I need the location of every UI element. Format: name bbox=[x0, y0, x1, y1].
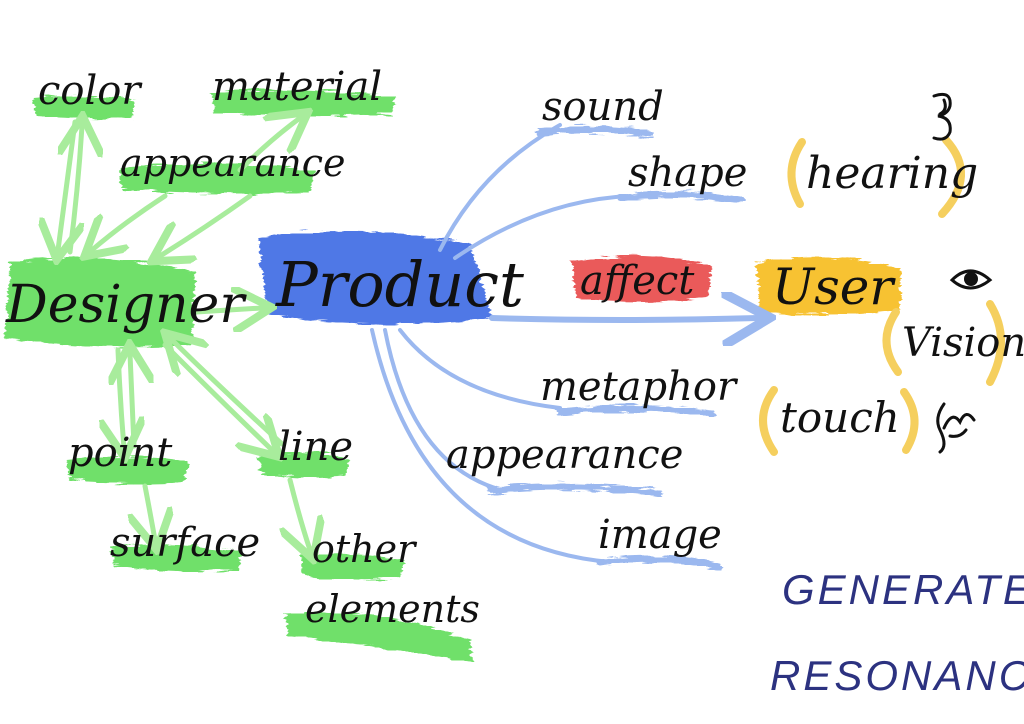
sense-brackets bbox=[759, 136, 1005, 456]
eye-icon bbox=[949, 269, 993, 290]
branch-product-to-sound bbox=[438, 123, 562, 252]
affect-highlight bbox=[572, 255, 712, 302]
affect-label: affect bbox=[580, 258, 695, 304]
product-highlight bbox=[258, 231, 492, 325]
conclusion-text: GENERATE RESONANCE bbox=[770, 566, 1024, 699]
arrow-line-to-designer bbox=[172, 340, 285, 447]
touch-label: touch bbox=[780, 393, 900, 442]
product-label: Product bbox=[275, 248, 524, 321]
arrow-point-to-surface bbox=[145, 483, 155, 540]
appearance-designer-highlight bbox=[118, 163, 315, 194]
user-label: User bbox=[772, 258, 896, 316]
shape-underline bbox=[616, 190, 746, 204]
hand-icon bbox=[936, 402, 976, 454]
appearance-underline bbox=[486, 483, 664, 498]
elements-highlight bbox=[285, 611, 472, 662]
product-connectors bbox=[370, 123, 758, 564]
designer-label: Designer bbox=[5, 275, 247, 335]
arrow-designer-to-line bbox=[162, 342, 272, 450]
arrow-designer-to-product bbox=[193, 308, 262, 312]
branch-product-to-metaphor bbox=[398, 328, 562, 410]
resonance-label: RESONANCE bbox=[770, 652, 1024, 699]
vision-bracket-left bbox=[882, 308, 902, 376]
metaphor-underline bbox=[556, 404, 716, 418]
other-label: other bbox=[312, 527, 418, 571]
material-highlight bbox=[212, 89, 395, 116]
arrow-appearance-to-designer bbox=[92, 193, 168, 250]
sound-underline bbox=[536, 125, 654, 138]
designer-element-labels: color material appearance point line sur… bbox=[38, 64, 480, 631]
arrow-appearance-to-material bbox=[237, 118, 300, 173]
point-label: point bbox=[68, 430, 173, 476]
surface-label: surface bbox=[110, 520, 260, 566]
branch-underlines bbox=[486, 125, 746, 570]
line-label: line bbox=[278, 424, 353, 470]
arrow-line-to-other bbox=[290, 477, 310, 550]
designer-connectors bbox=[58, 118, 310, 550]
metaphor-label: metaphor bbox=[540, 364, 739, 410]
hearing-bracket-right bbox=[938, 136, 965, 218]
branch-product-to-appearance bbox=[383, 328, 497, 490]
designer-highlight bbox=[5, 257, 195, 348]
other-highlight bbox=[300, 553, 405, 580]
vision-bracket-right bbox=[986, 300, 1005, 386]
material-label: material bbox=[212, 64, 382, 110]
appearance-designer-label: appearance bbox=[120, 141, 346, 185]
user-highlight bbox=[756, 257, 900, 315]
sound-label: sound bbox=[542, 84, 664, 130]
hearing-label: hearing bbox=[806, 148, 978, 199]
branch-product-to-image bbox=[370, 328, 612, 564]
vision-label: Vision bbox=[902, 320, 1024, 366]
node-labels: Designer Product affect User bbox=[5, 248, 896, 335]
arrow-appearance-to-designer-2 bbox=[160, 193, 253, 256]
branch-product-to-shape bbox=[453, 194, 632, 260]
shape-label: shape bbox=[628, 150, 747, 196]
image-underline bbox=[596, 555, 722, 570]
arrow-designer-to-color bbox=[70, 126, 82, 255]
point-highlight bbox=[66, 456, 188, 484]
touch-bracket-right bbox=[900, 388, 919, 454]
image-label: image bbox=[598, 512, 722, 558]
appearance-product-label: appearance bbox=[446, 432, 683, 478]
touch-bracket-left bbox=[759, 386, 778, 456]
product-branch-labels: sound shape metaphor appearance image bbox=[446, 84, 747, 558]
sense-labels: hearing Vision touch bbox=[780, 148, 1024, 442]
hearing-bracket-left bbox=[787, 138, 806, 208]
color-label: color bbox=[38, 68, 143, 114]
generate-label: GENERATE bbox=[782, 566, 1024, 613]
ear-icon bbox=[932, 92, 952, 141]
arrow-point-to-designer bbox=[130, 354, 134, 449]
elements-label: elements bbox=[305, 587, 480, 631]
arrow-product-to-user bbox=[489, 318, 758, 320]
